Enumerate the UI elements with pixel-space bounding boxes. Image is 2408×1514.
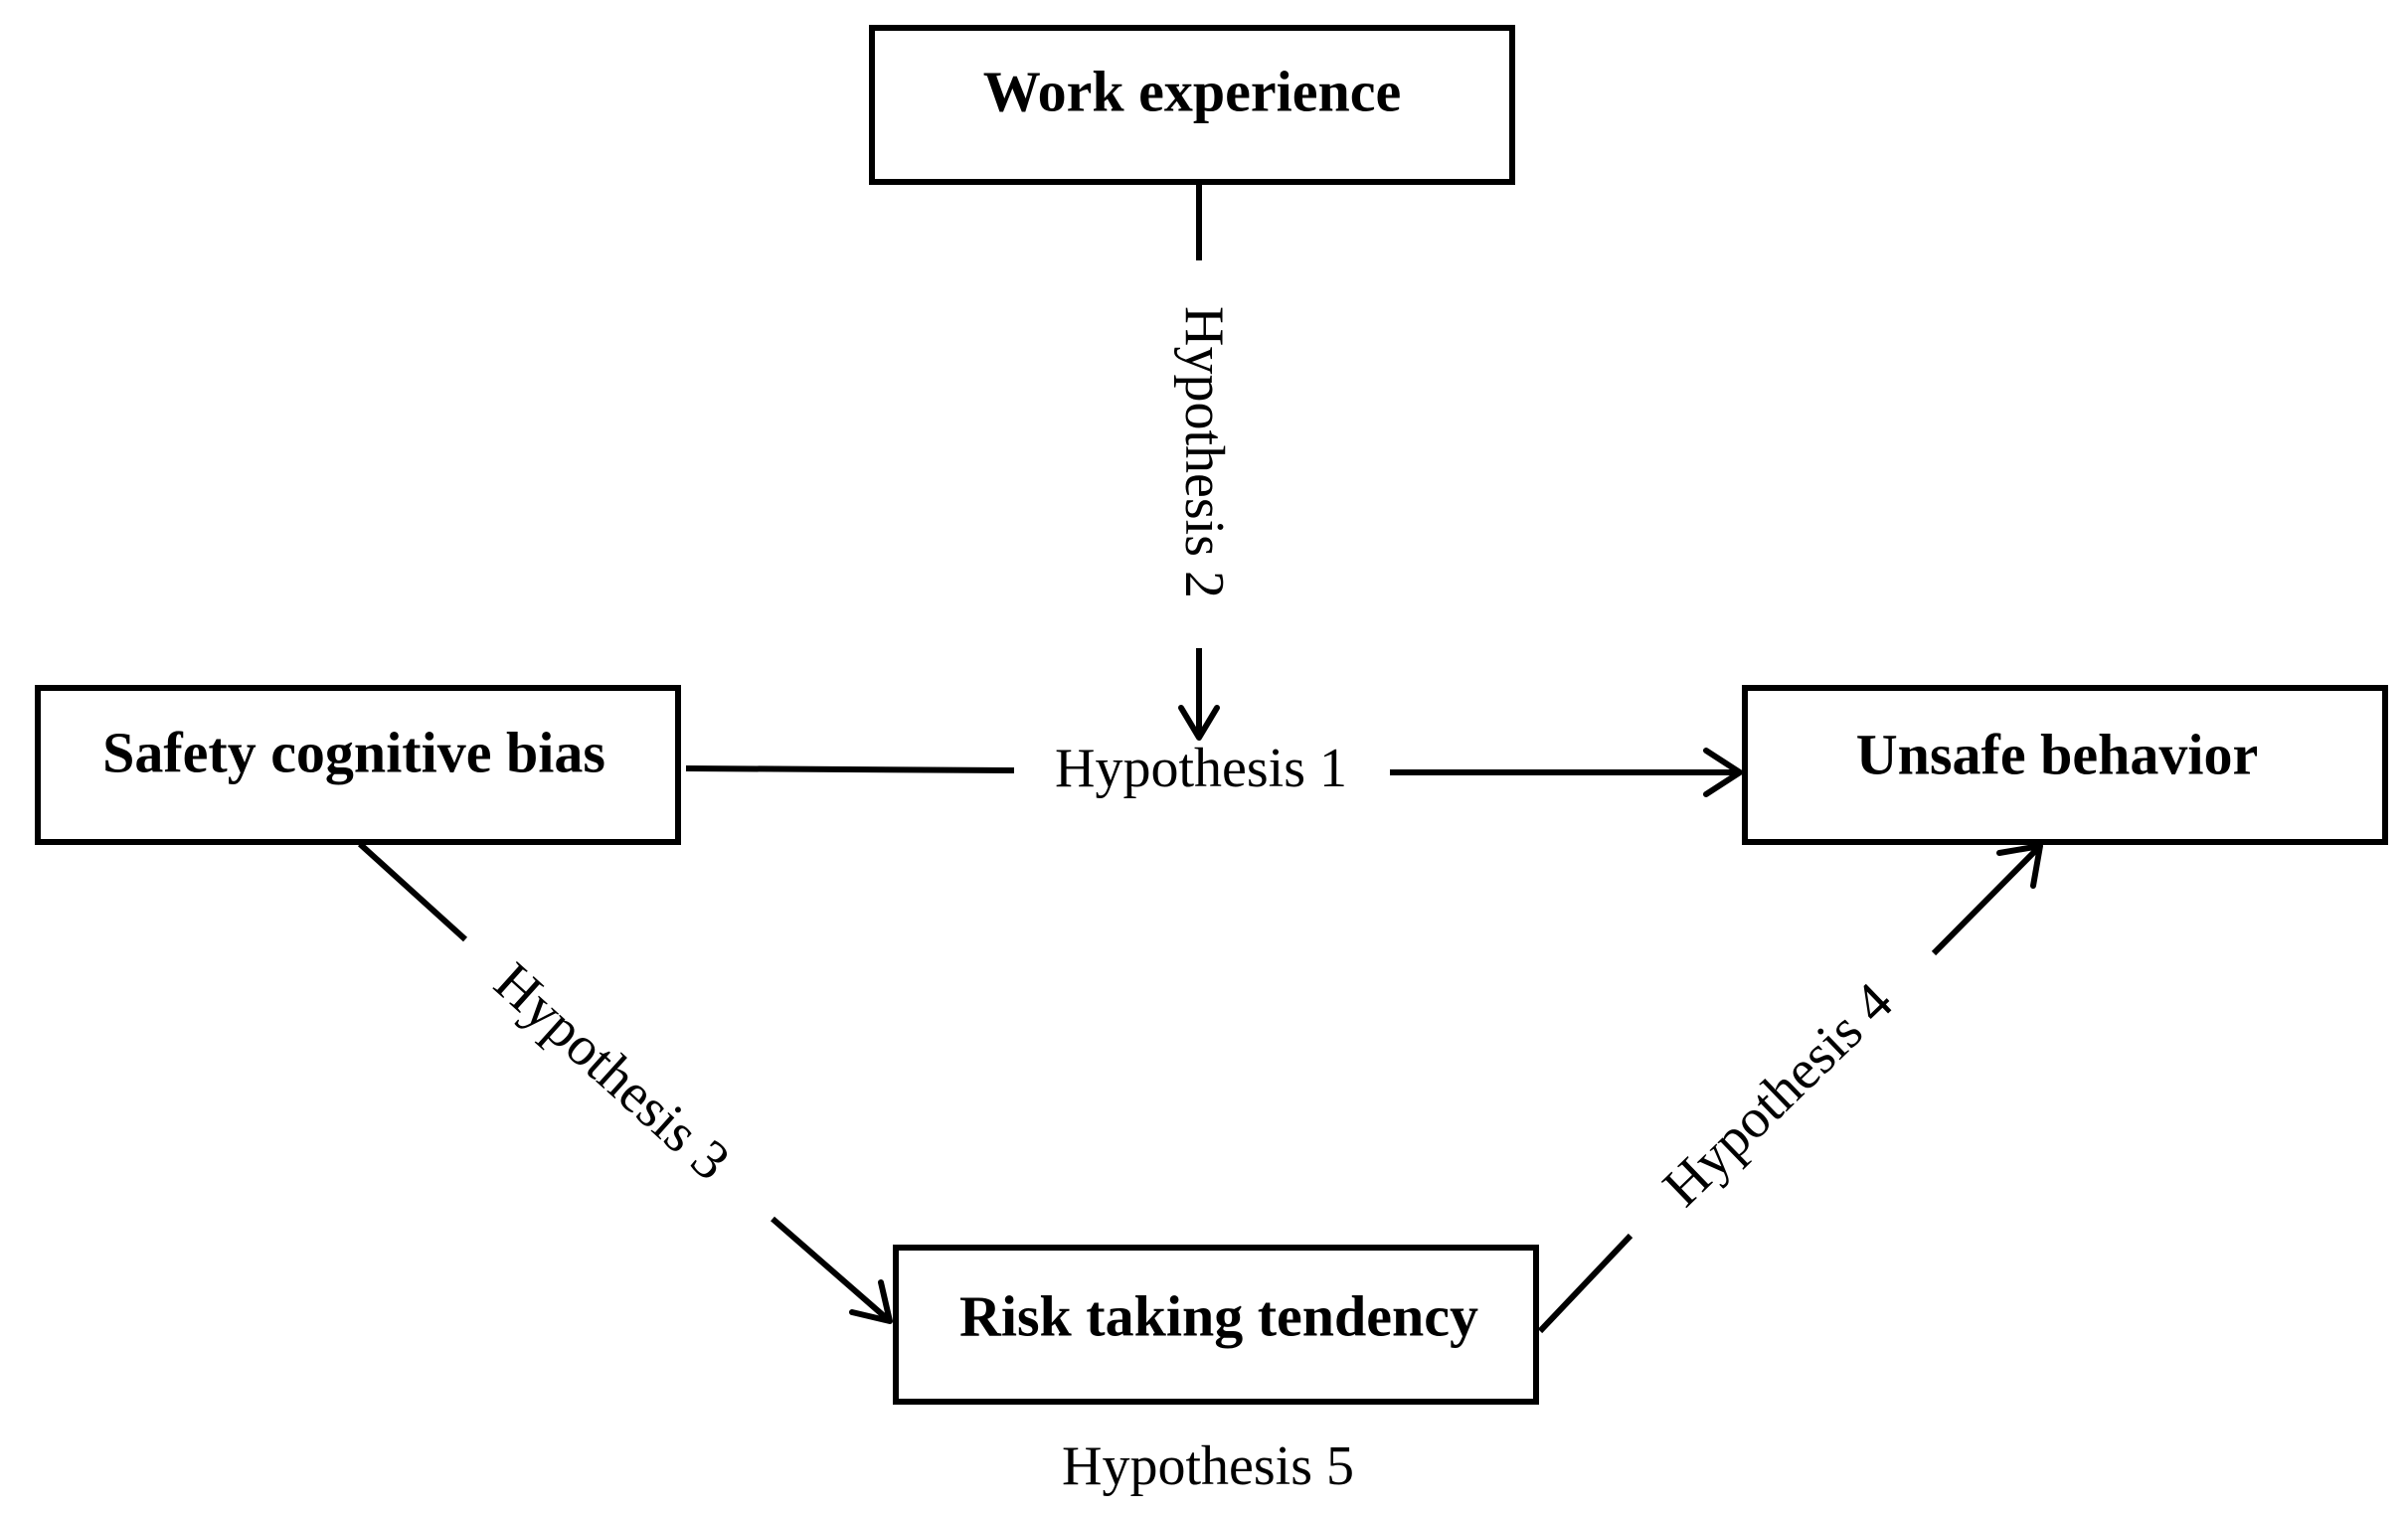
node-unsafe-behavior-label: Unsafe behavior [1856, 722, 2258, 786]
edge-hypothesis-2-arrowhead [1178, 705, 1220, 741]
edge-hypothesis-4-arrowhead [1996, 843, 2043, 889]
edge-hypothesis-4-line-bottom [1537, 1233, 1634, 1334]
node-work-experience-label: Work experience [983, 59, 1401, 123]
edge-hypothesis-4-label: Hypothesis 4 [1651, 971, 1905, 1219]
edge-hypothesis-3: Hypothesis 3 [357, 841, 893, 1324]
edge-hypothesis-1-line-left [685, 765, 1015, 773]
edge-hypothesis-3-label: Hypothesis 3 [482, 951, 741, 1193]
edge-hypothesis-1-label: Hypothesis 1 [1055, 738, 1347, 799]
edge-hypothesis-3-line-bottom [771, 1216, 892, 1324]
edge-hypothesis-2: Hypothesis 2 [1173, 182, 1235, 741]
edge-hypothesis-3-arrowhead [849, 1279, 893, 1324]
edge-hypothesis-4-line-top [1931, 843, 2043, 956]
edge-hypothesis-1-arrowhead [1703, 748, 1743, 797]
hypothesis-5-label: Hypothesis 5 [1062, 1435, 1354, 1497]
node-risk-taking-tendency: Risk taking tendency [893, 1245, 1539, 1405]
edge-hypothesis-4: Hypothesis 4 [1537, 843, 2043, 1334]
node-work-experience: Work experience [869, 25, 1515, 185]
node-safety-cognitive-bias: Safety cognitive bias [35, 685, 681, 845]
edge-hypothesis-1: Hypothesis 1 [685, 738, 1743, 799]
edge-hypothesis-2-label: Hypothesis 2 [1173, 306, 1235, 598]
node-safety-cognitive-bias-label: Safety cognitive bias [102, 720, 605, 784]
edge-hypothesis-3-line-top [357, 841, 468, 942]
node-unsafe-behavior: Unsafe behavior [1742, 685, 2388, 845]
node-risk-taking-tendency-label: Risk taking tendency [959, 1283, 1478, 1348]
